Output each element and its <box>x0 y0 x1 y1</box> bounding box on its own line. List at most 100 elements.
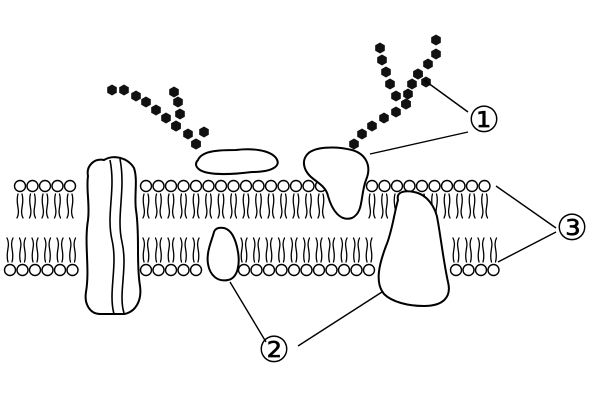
leader-line-2b <box>297 291 383 347</box>
sugar-bead <box>391 106 401 118</box>
lipid-tail <box>41 193 45 219</box>
phospholipid-head <box>440 179 454 193</box>
lipid-tail <box>184 237 188 263</box>
lipid-tail <box>277 237 281 263</box>
phospholipid-head <box>3 263 17 277</box>
lipid-tail <box>477 237 481 263</box>
lipid-tail <box>154 193 158 219</box>
lipid-tail <box>340 237 344 263</box>
lipid-tail <box>171 237 175 263</box>
embedded-glycoprotein <box>302 146 370 220</box>
phospholipid-head <box>289 179 303 193</box>
phospholipid-head <box>302 179 315 193</box>
phospholipid-head <box>38 179 52 193</box>
phospholipid-head <box>403 179 416 193</box>
lipid-tail <box>443 193 447 219</box>
phospholipid-head <box>264 179 278 193</box>
lipid-tail <box>159 193 163 219</box>
leader-line-3b <box>497 231 557 263</box>
lipid-tail <box>317 193 321 219</box>
lipid-tail <box>28 193 32 219</box>
lipid-tail <box>494 237 498 263</box>
lipid-tail <box>271 193 275 219</box>
lipid-tail <box>282 237 286 263</box>
channel-protein <box>84 156 142 315</box>
lipid-tail <box>372 193 376 219</box>
lipid-tail <box>70 193 74 219</box>
lipid-tail <box>142 193 146 219</box>
sugar-bead <box>151 104 161 116</box>
phospholipid-head <box>152 179 165 193</box>
lipid-tail <box>146 193 150 219</box>
lipid-tail <box>20 193 24 219</box>
phospholipid-head <box>487 263 500 277</box>
lipid-tail <box>296 193 300 219</box>
lipid-tail <box>221 193 225 219</box>
lipid-tail <box>315 237 319 263</box>
lipid-tail <box>452 237 456 263</box>
lipid-tail <box>464 237 468 263</box>
phospholipid-head <box>63 179 77 193</box>
sugar-bead <box>413 68 423 80</box>
phospholipid-head <box>164 263 178 277</box>
phospholipid-head <box>177 263 190 277</box>
phospholipid-head <box>262 263 276 277</box>
phospholipid-head <box>449 263 463 277</box>
phospholipid-head <box>325 263 338 277</box>
phospholipid-head <box>252 179 265 193</box>
lipid-tail <box>267 193 271 219</box>
lipid-tail <box>294 237 298 263</box>
sugar-bead <box>381 66 391 78</box>
label-2: ② <box>258 330 290 371</box>
phospholipid-head <box>139 179 153 193</box>
lipid-tail <box>184 193 188 219</box>
sugar-bead <box>175 108 185 120</box>
lipid-tail <box>192 193 196 219</box>
lipid-tail <box>234 193 238 219</box>
phospholipid-head <box>227 179 240 193</box>
sugar-bead <box>131 90 141 102</box>
lipid-tail <box>159 237 163 263</box>
sugar-bead <box>379 112 389 124</box>
phospholipid-head <box>51 179 64 193</box>
sugar-bead <box>377 54 387 66</box>
lipid-tail <box>327 237 331 263</box>
lipid-tail <box>469 237 473 263</box>
sugar-bead <box>107 84 117 96</box>
lipid-tail <box>196 193 200 219</box>
sugar-bead <box>357 128 367 140</box>
lipid-tail <box>307 237 311 263</box>
lipid-tail <box>321 193 325 219</box>
phospholipid-head <box>41 263 54 277</box>
lipid-tail <box>489 237 493 263</box>
lipid-tail <box>265 237 269 263</box>
lipid-tail <box>385 193 389 219</box>
lipid-tail <box>302 237 306 263</box>
phospholipid-head <box>28 263 42 277</box>
sugar-bead <box>391 90 401 102</box>
sugar-bead <box>173 96 183 108</box>
lipid-tail <box>357 237 361 263</box>
label-3: ③ <box>556 208 588 249</box>
phospholipid-head <box>202 179 215 193</box>
lipid-tail <box>456 237 460 263</box>
lipid-tail <box>33 193 37 219</box>
sugar-bead <box>431 48 441 60</box>
lipid-tail <box>154 237 158 263</box>
lipid-tail <box>279 193 283 219</box>
lipid-tail <box>196 237 200 263</box>
sugar-bead <box>401 98 411 110</box>
peripheral-protein-left <box>195 148 279 175</box>
phospholipid-head <box>66 263 79 277</box>
lipid-tail <box>18 237 22 263</box>
phospholipid-head <box>362 263 376 277</box>
sugar-bead <box>423 58 433 70</box>
lipid-tail <box>481 237 485 263</box>
lipid-tail <box>485 193 489 219</box>
phospholipid-head <box>453 179 466 193</box>
lipid-tail <box>217 193 221 219</box>
phospholipid-head <box>350 263 363 277</box>
sugar-bead <box>385 78 395 90</box>
lipid-tail <box>246 193 250 219</box>
sugar-bead <box>183 128 193 140</box>
